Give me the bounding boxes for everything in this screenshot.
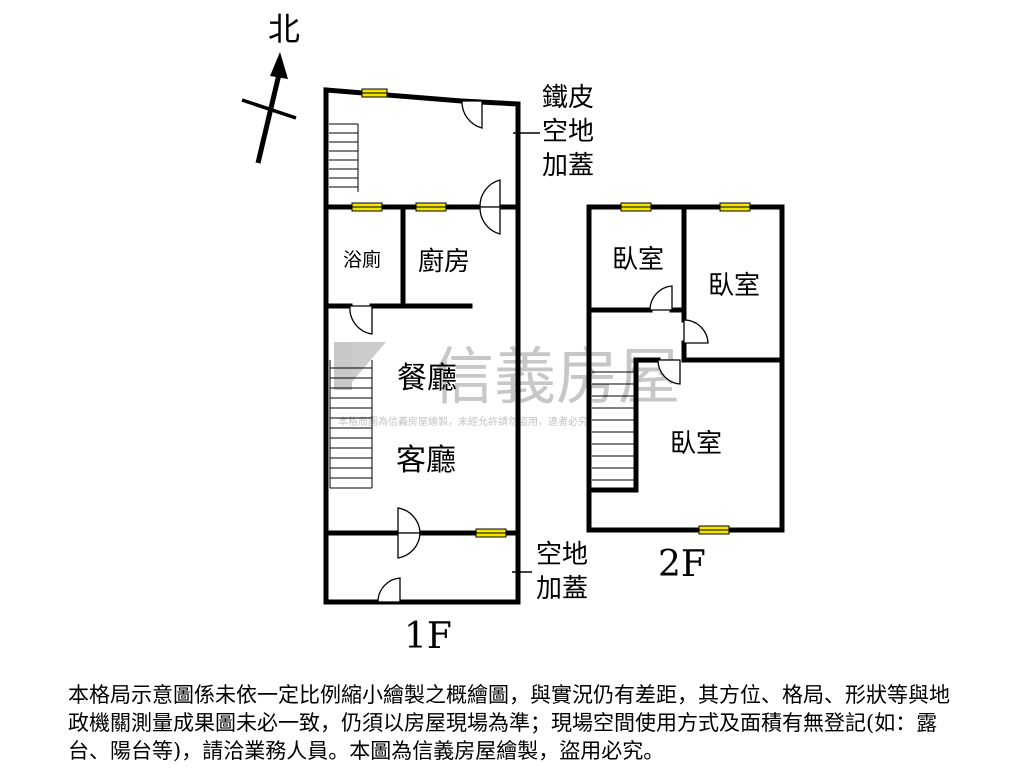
floor2-stair-wall (586, 357, 639, 493)
room-label-bedroom-b: 臥室 (708, 271, 760, 301)
compass-crossbar (241, 98, 297, 120)
note-bottom-line1: 空地 (536, 540, 588, 570)
floor1-window-bath (351, 202, 383, 212)
note-bottom-line2: 加蓋 (536, 574, 588, 604)
floor1-door-back (461, 100, 483, 129)
compass: 北 (241, 10, 300, 164)
north-arrow-head (270, 52, 288, 79)
floor2-outer-wall (586, 204, 785, 533)
floor1-window-front (475, 528, 507, 538)
floor1-door-front-yard (397, 507, 421, 559)
watermark: 信義房屋 本格局圖為信義房屋繪製，未經允許請勿盜用，違者必究 (334, 340, 680, 428)
watermark-logo-shape (352, 342, 386, 382)
floor2-plan: 臥室 臥室 臥室 2F (586, 202, 785, 585)
watermark-brand: 信義房屋 (432, 340, 680, 413)
north-arrow-shaft (255, 69, 283, 164)
floor2-label: 2F (658, 544, 706, 585)
floor1-door-front (377, 577, 401, 603)
floor1-window-top (361, 88, 388, 98)
floor2-window-b (719, 202, 751, 212)
watermark-logo-bar (334, 342, 352, 390)
room-label-bath: 浴廁 (343, 248, 381, 271)
floor1-door-kitchen-yard (479, 179, 501, 235)
room-label-living: 客廳 (396, 443, 456, 478)
room-label-dining: 餐廳 (397, 361, 457, 396)
floor2-door-bedroom-a (649, 285, 673, 311)
watermark-notice: 本格局圖為信義房屋繪製，未經允許請勿盜用，違者必究 (338, 415, 588, 428)
note-top-line3: 加蓋 (542, 151, 594, 181)
floor2-window-c (698, 525, 730, 535)
floor2-window-a (620, 202, 652, 212)
floor1-stairs-upper (329, 123, 359, 192)
note-top-line1: 鐵皮 (542, 83, 594, 113)
north-label: 北 (268, 10, 300, 48)
room-label-bedroom-a: 臥室 (612, 245, 664, 275)
room-label-bedroom-c: 臥室 (670, 429, 722, 459)
floor1-plan: 浴廁 廚房 餐廳 客廳 鐵皮 空地 加蓋 空地 加蓋 1F (323, 83, 594, 657)
floor2-door-bedroom-c (657, 359, 681, 385)
floor1-outer-wall (323, 87, 521, 605)
disclaimer-text: 本格局示意圖係未依一定比例縮小繪製之概繪圖，與實況仍有差距，其方位、格局、形狀等… (68, 683, 950, 763)
room-label-kitchen: 廚房 (418, 247, 470, 277)
floor1-label: 1F (404, 616, 452, 657)
floor1-stairs-lower (329, 360, 373, 489)
note-top-line2: 空地 (542, 117, 594, 147)
floor1-door-bath (349, 305, 373, 335)
floor1-window-kitchen (415, 202, 447, 212)
floor2-door-bedroom-b (683, 319, 709, 344)
